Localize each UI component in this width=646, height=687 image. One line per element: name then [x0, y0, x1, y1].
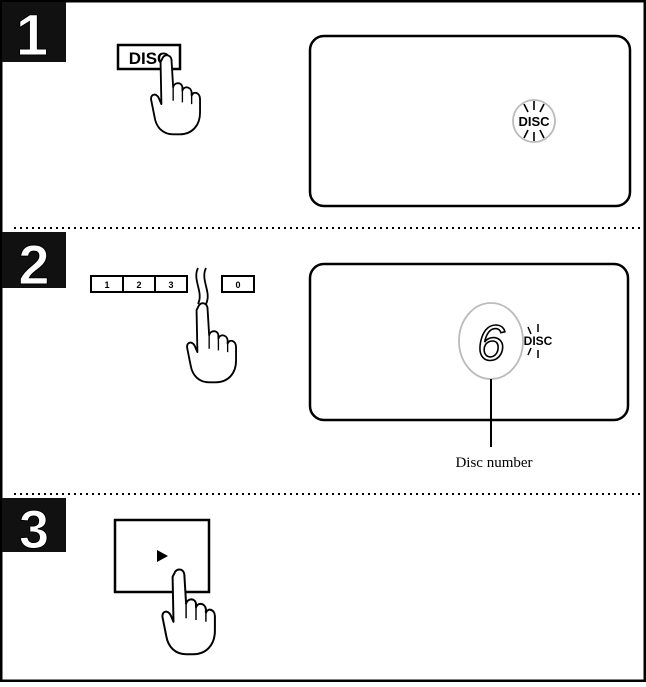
disc-number-callout: Disc number: [455, 455, 532, 471]
key-2-label: 2: [136, 280, 141, 290]
key-1-label: 1: [104, 280, 109, 290]
step-3-badge: [2, 498, 66, 552]
step-2-number: 2: [18, 233, 49, 296]
disc-indicator-text: DISC: [524, 334, 553, 348]
key-3-label: 3: [168, 280, 173, 290]
step-1-number: 1: [16, 3, 48, 68]
step-2: 2 1 2 3 0 6: [2, 232, 630, 471]
step-2-display-panel: [308, 262, 630, 422]
play-button[interactable]: [113, 518, 211, 594]
blink-rays-icon: [527, 324, 539, 358]
disc-button-label: DISC: [129, 49, 170, 68]
key-0-label: 0: [235, 280, 240, 290]
number-keys: 1 2 3 0: [90, 267, 255, 305]
play-icon: [157, 550, 168, 562]
blink-rays-icon: [523, 101, 545, 141]
step-3: 3: [2, 498, 216, 656]
step-3-number: 3: [19, 500, 49, 560]
key-1-button[interactable]: 1: [90, 275, 124, 293]
key-0-button[interactable]: 0: [221, 275, 255, 293]
step-2-badge: [2, 232, 66, 288]
key-3-button[interactable]: 3: [154, 275, 188, 293]
step-1-badge: [2, 2, 66, 62]
step-1-display-panel: [308, 34, 632, 208]
disc-indicator-circle: [512, 99, 556, 143]
key-gap-break-icon: [195, 267, 209, 305]
step-1: 1 DISC DISC: [2, 2, 632, 208]
key-2-button[interactable]: 2: [122, 275, 156, 293]
disc-number-digit: 6: [477, 315, 505, 371]
disc-indicator-text: DISC: [518, 114, 550, 129]
